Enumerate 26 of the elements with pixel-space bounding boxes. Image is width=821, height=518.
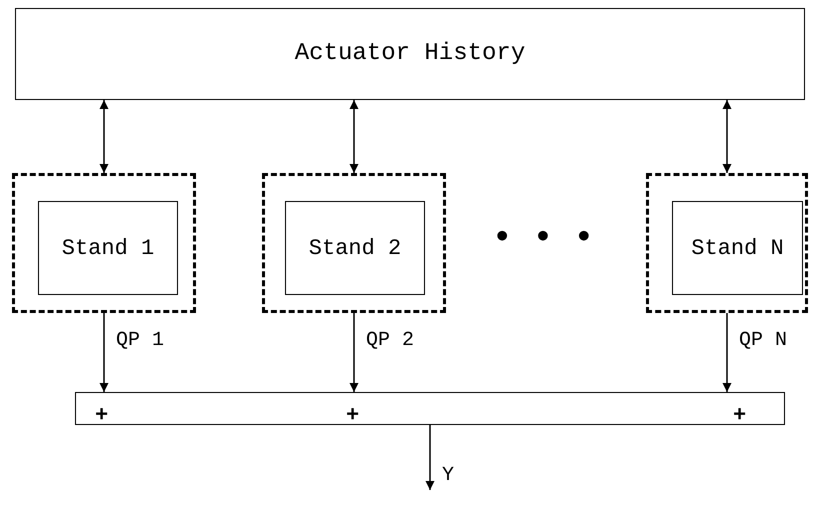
summing-bar — [75, 392, 785, 425]
box-label: Stand N — [691, 234, 784, 262]
box-label: Actuator History — [294, 39, 526, 69]
arrow — [100, 100, 108, 173]
ellipsis-dots: • • • — [492, 222, 594, 256]
edge-label: QP 2 — [366, 330, 414, 350]
dashed-group-box — [12, 173, 196, 313]
box-label: Stand 1 — [62, 234, 154, 262]
arrow — [722, 313, 732, 392]
arrow — [350, 100, 358, 173]
arrow — [426, 425, 434, 490]
plus-sign: + — [346, 405, 360, 427]
edge-label: QP 1 — [116, 330, 164, 350]
dashed-group-box — [262, 173, 446, 313]
arrow — [350, 313, 358, 392]
box-label: Stand 2 — [308, 234, 402, 262]
plus-sign: + — [733, 405, 746, 427]
arrow — [100, 313, 108, 392]
process-box — [285, 201, 425, 295]
arrow — [722, 100, 732, 173]
process-box — [15, 8, 805, 100]
edge-label: QP N — [739, 330, 788, 350]
process-box — [38, 201, 178, 295]
plus-sign: + — [95, 405, 108, 427]
dashed-group-box — [646, 173, 808, 313]
process-box — [672, 201, 803, 295]
